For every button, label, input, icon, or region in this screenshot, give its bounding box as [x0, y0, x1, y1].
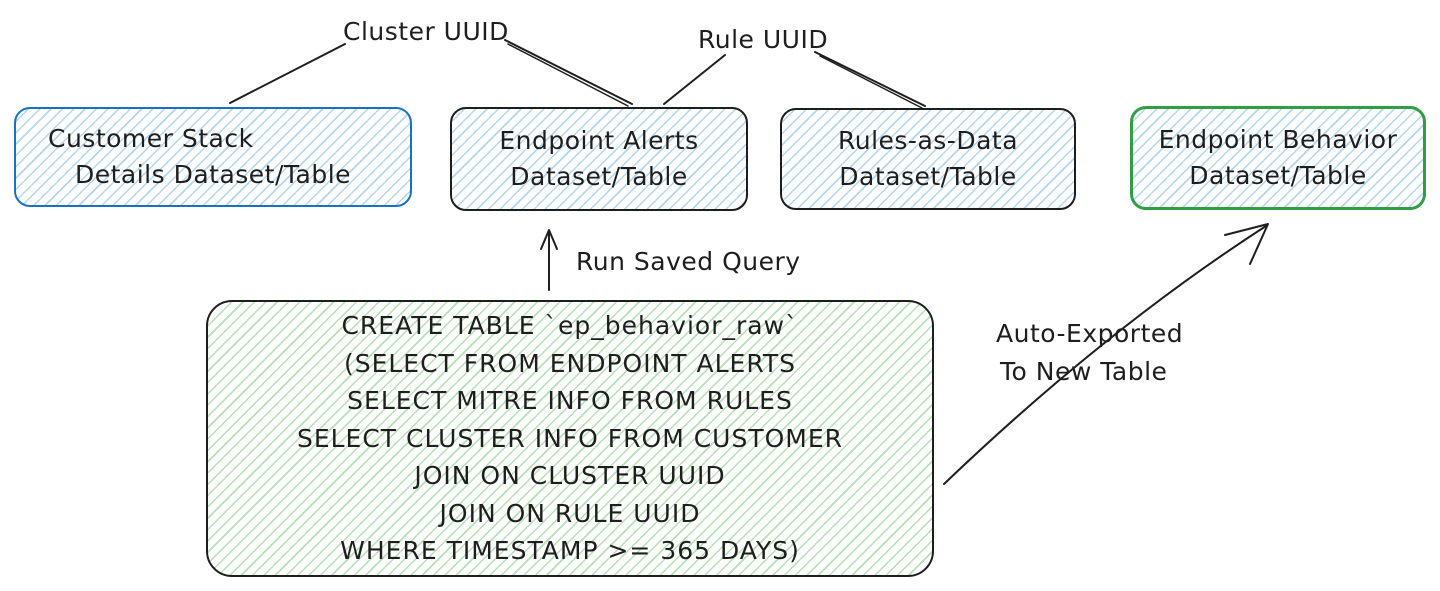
cluster-uuid-to-customer-line — [229, 43, 346, 104]
endpoint-alerts-node: Endpoint Alerts Dataset/Table — [450, 107, 748, 211]
rules-as-data-node: Rules-as-Data Dataset/Table — [780, 108, 1076, 210]
export-arrow-shaft — [943, 225, 1267, 485]
auto-exported-label-line-2: To New Table — [1000, 357, 1168, 386]
cluster-uuid-to-alerts-line — [504, 39, 633, 105]
query-line-1: CREATE TABLE `ep_behavior_raw` — [341, 311, 799, 341]
run-query-arrowhead — [540, 229, 558, 250]
endpoint-alerts-line-1: Endpoint Alerts — [499, 126, 699, 155]
endpoint-alerts-line-2: Dataset/Table — [510, 162, 688, 191]
rules-as-data-line-1: Rules-as-Data — [837, 126, 1019, 155]
endpoint-behavior-node: Endpoint Behavior Dataset/Table — [1130, 106, 1426, 210]
query-line-2: (SELECT FROM ENDPOINT ALERTS — [343, 348, 797, 378]
query-line-7: WHERE TIMESTAMP >= 365 DAYS) — [340, 536, 800, 566]
query-line-4: SELECT CLUSTER INFO FROM CUSTOMER — [296, 423, 844, 453]
endpoint-behavior-line-1: Endpoint Behavior — [1158, 125, 1398, 154]
query-line-6: JOIN ON RULE UUID — [439, 498, 701, 528]
customer-stack-line-2: Details Dataset/Table — [74, 160, 352, 189]
customer-stack-line-1: Customer Stack — [48, 124, 254, 153]
cluster-uuid-label: Cluster UUID — [343, 17, 509, 46]
rule-uuid-to-rules-line-2 — [819, 55, 923, 109]
rules-as-data-line-2: Dataset/Table — [839, 162, 1017, 191]
rule-uuid-label: Rule UUID — [698, 25, 829, 54]
saved-query-node: CREATE TABLE `ep_behavior_raw` (SELECT F… — [206, 300, 934, 577]
customer-stack-node: Customer Stack Details Dataset/Table — [14, 107, 412, 207]
query-line-3: SELECT MITRE INFO FROM RULES — [347, 386, 793, 416]
export-arrowhead — [1224, 223, 1269, 265]
cluster-uuid-to-alerts-line-2 — [507, 43, 629, 107]
query-line-5: JOIN ON CLUSTER UUID — [414, 461, 726, 491]
rule-uuid-to-rules-line — [814, 51, 926, 107]
run-saved-query-label: Run Saved Query — [576, 247, 801, 276]
rule-uuid-to-alerts-line — [663, 54, 726, 105]
endpoint-behavior-line-2: Dataset/Table — [1189, 161, 1367, 190]
auto-exported-label-line-1: Auto-Exported — [996, 319, 1184, 348]
